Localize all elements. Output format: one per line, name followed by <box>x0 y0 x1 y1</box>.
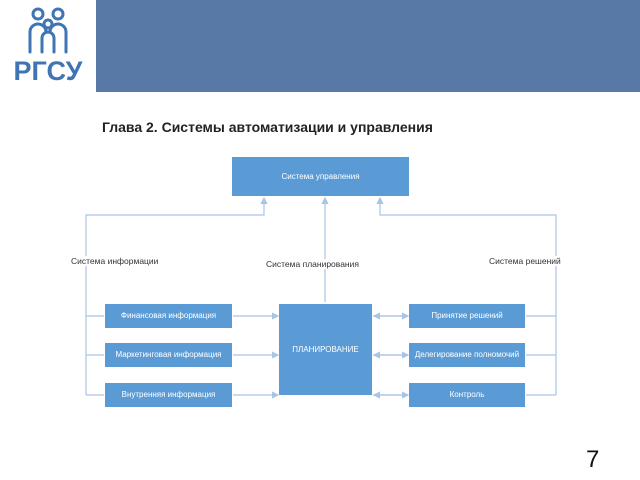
label-information-system: Система информации <box>70 256 160 266</box>
label-planning-system: Система планирования <box>265 259 360 269</box>
box-decision-making: Принятие решений <box>409 304 525 328</box>
box-internal-info: Внутренняя информация <box>105 383 232 407</box>
box-planning: ПЛАНИРОВАНИЕ <box>279 304 372 395</box>
box-management-system: Система управления <box>232 157 409 196</box>
box-delegation: Делегирование полномочий <box>409 343 525 367</box>
header-bar <box>0 0 640 92</box>
logo-text: РГСУ <box>13 56 83 86</box>
box-marketing-info: Маркетинговая информация <box>105 343 232 367</box>
page-number: 7 <box>586 446 600 473</box>
label-decision-system: Система решений <box>488 256 562 266</box>
connector-right-loop <box>376 196 557 317</box>
logo: РГСУ <box>0 0 96 92</box>
people-family-icon <box>28 7 68 54</box>
connector-left-loop <box>85 196 268 317</box>
box-financial-info: Финансовая информация <box>105 304 232 328</box>
slide-title: Глава 2. Системы автоматизации и управле… <box>102 119 433 135</box>
box-control: Контроль <box>409 383 525 407</box>
